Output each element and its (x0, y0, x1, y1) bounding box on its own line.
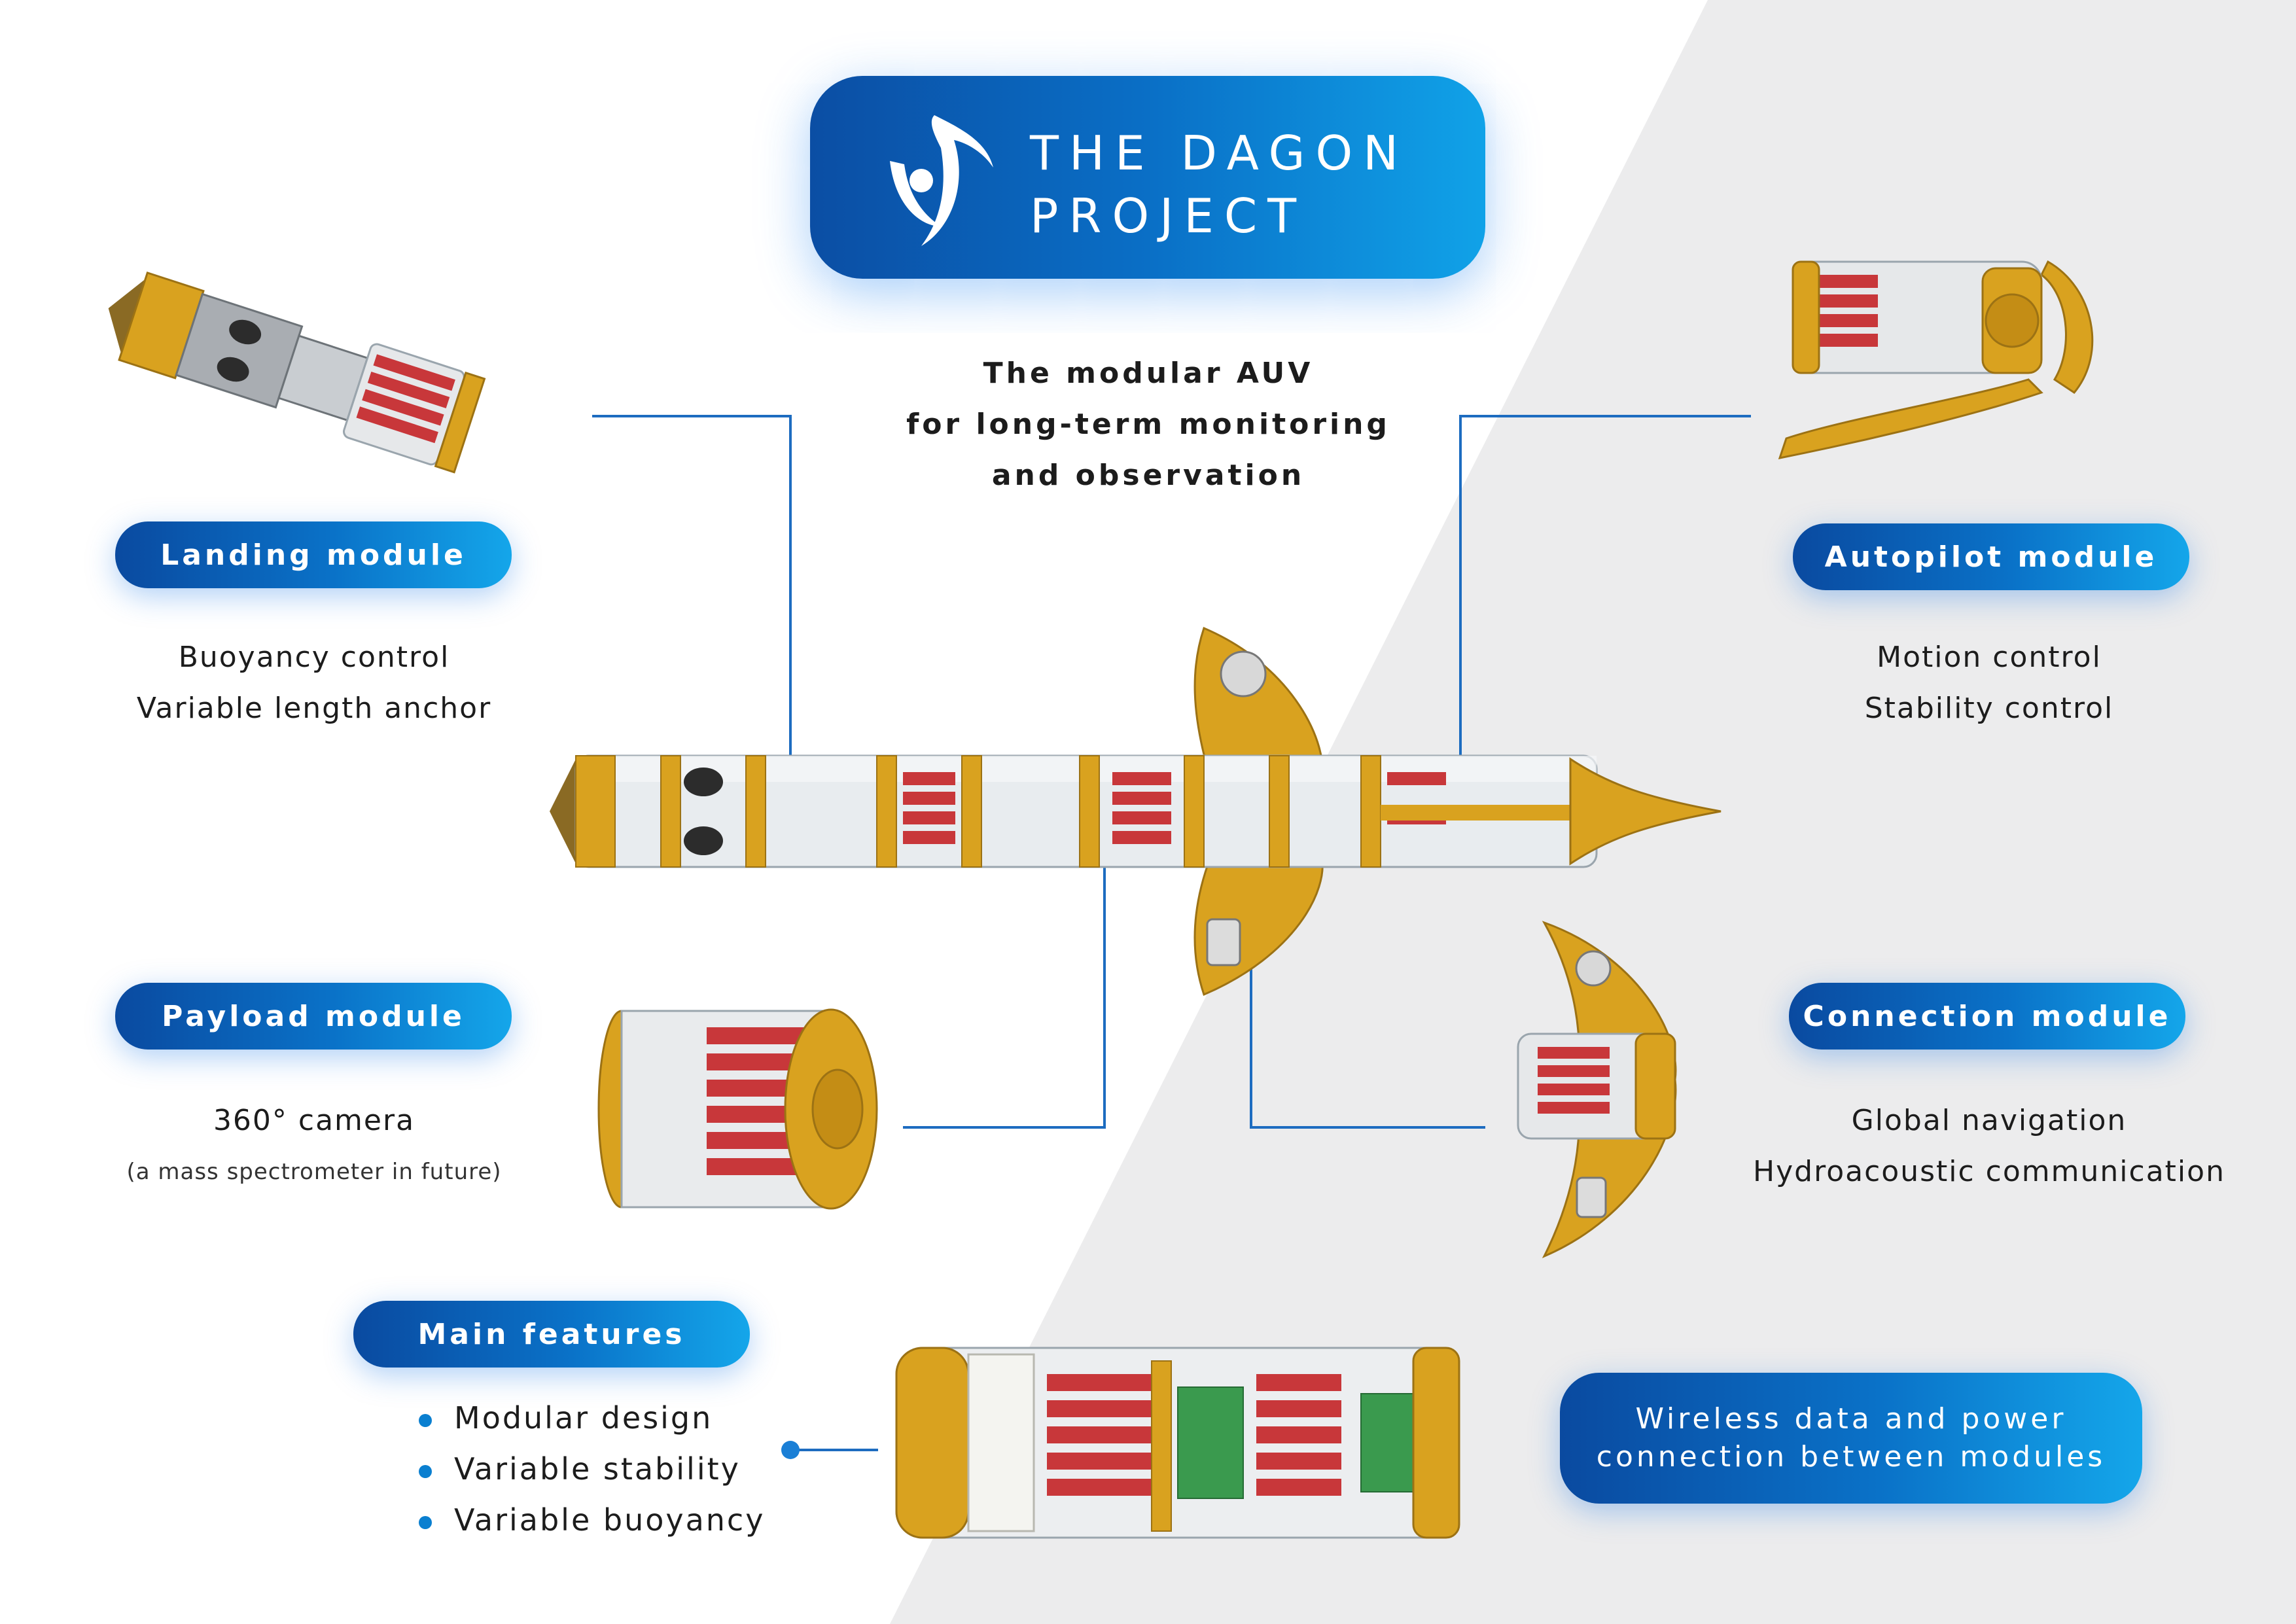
tagline-line-1: The modular AUV (983, 357, 1314, 390)
payload-module-description: 360° camera (a mass spectrometer in futu… (79, 1095, 550, 1197)
autopilot-line-2: Stability control (1864, 692, 2114, 725)
title-line-2: PROJECT (1030, 188, 1307, 243)
payload-note: (a mass spectrometer in future) (126, 1159, 502, 1185)
connection-line-2: Hydroacoustic communication (1753, 1155, 2225, 1188)
wireless-connection-banner: Wireless data and power connection betwe… (1560, 1373, 2142, 1504)
feature-item: Variable buoyancy (419, 1502, 765, 1538)
landing-line-1: Buoyancy control (178, 641, 450, 674)
landing-module-description: Buoyancy control Variable length anchor (79, 632, 550, 734)
connection-module-description: Global navigation Hydroacoustic communic… (1688, 1095, 2290, 1197)
title-line-1: THE DAGON (1030, 126, 1409, 181)
feature-item: Modular design (419, 1400, 713, 1436)
tagline-line-2: for long-term monitoring (906, 408, 1390, 441)
landing-module-illustration (108, 272, 486, 474)
feature-text: Variable buoyancy (454, 1502, 766, 1538)
feature-text: Modular design (454, 1400, 713, 1436)
autopilot-module-label: Autopilot module (1793, 523, 2189, 590)
bullet-dot-icon (419, 1515, 432, 1529)
wireless-line-1: Wireless data and power (1635, 1402, 2067, 1436)
autopilot-line-1: Motion control (1877, 641, 2102, 674)
connection-module-illustration (1517, 921, 1677, 1258)
feature-text: Variable stability (454, 1451, 741, 1487)
feature-item: Variable stability (419, 1451, 741, 1487)
autopilot-module-description: Motion control Stability control (1754, 632, 2225, 734)
main-features-label: Main features (353, 1301, 750, 1368)
autopilot-module-illustration (1778, 260, 2094, 459)
bullet-dot-icon (419, 1464, 432, 1478)
connection-line-1: Global navigation (1851, 1104, 2127, 1137)
bullet-dot-icon (419, 1413, 432, 1427)
payload-line-1: 360° camera (213, 1104, 415, 1137)
connection-module-label: Connection module (1789, 983, 2185, 1050)
wireless-line-2: connection between modules (1596, 1440, 2106, 1474)
tagline-line-3: and observation (991, 459, 1305, 492)
modular-cutaway-illustration (895, 1347, 1460, 1539)
project-title: THE DAGON PROJECT (1030, 122, 1409, 247)
auv-vehicle-illustration (550, 626, 1722, 997)
tagline: The modular AUV for long-term monitoring… (851, 348, 1446, 501)
payload-module-illustration (597, 1008, 878, 1210)
project-title-banner: THE DAGON PROJECT (810, 76, 1485, 279)
payload-module-label: Payload module (115, 983, 512, 1050)
dagon-logo-icon (890, 115, 993, 246)
landing-module-label: Landing module (115, 521, 512, 588)
landing-line-2: Variable length anchor (136, 692, 492, 725)
